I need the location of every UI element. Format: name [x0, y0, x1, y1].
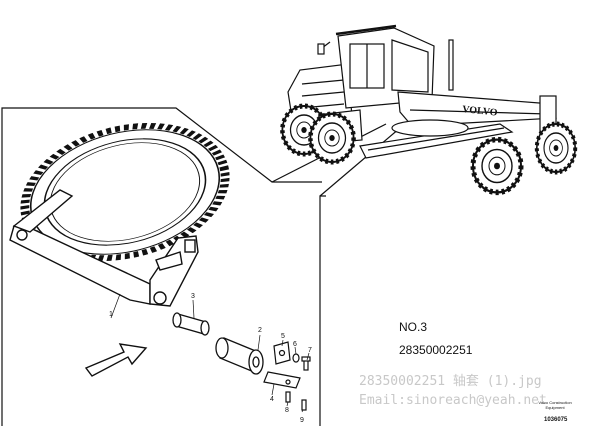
- part-4-bracket: [263, 371, 301, 389]
- callout-5: 5: [281, 333, 285, 340]
- brand-lettering: VOLVO: [462, 104, 499, 119]
- part-7-bolt: [301, 356, 311, 371]
- callout-2: 2: [258, 327, 262, 334]
- part-9-bolt: [301, 399, 307, 411]
- direction-arrow: [84, 343, 148, 377]
- callout-3: 3: [191, 293, 195, 300]
- front-wheel-1: [473, 140, 521, 193]
- watermark-filename: 28350002251 轴套 (1).jpg: [359, 374, 542, 389]
- callout-9: 9: [300, 417, 304, 424]
- watermark-email: Email:sinoreach@yeah.net: [359, 393, 547, 408]
- part-2-sleeve: [215, 337, 264, 375]
- callout-4: 4: [270, 396, 274, 403]
- part-8-bolt: [285, 391, 291, 403]
- front-wheel-2: [537, 124, 575, 172]
- rear-wheel-2: [310, 114, 353, 162]
- callout-7: 7: [308, 347, 312, 354]
- part-5-lock-plate: [273, 341, 291, 365]
- ring-gear: [20, 122, 230, 262]
- manufacturer-caption: Volvo Construction Equipment: [538, 400, 572, 410]
- callout-8: 8: [285, 407, 289, 414]
- drawing-reference: 1036075: [544, 417, 568, 423]
- detail-frame: [1, 107, 401, 426]
- leader-lines: [110, 293, 310, 413]
- part-6-washer: [292, 353, 300, 363]
- drawbar-frame: [9, 189, 199, 307]
- part-number: 28350002251: [399, 343, 473, 357]
- callout-6: 6: [293, 341, 297, 348]
- part-no-label: NO.3: [399, 320, 428, 334]
- part-3-bushing: [172, 312, 210, 336]
- callout-1: 1: [109, 311, 113, 318]
